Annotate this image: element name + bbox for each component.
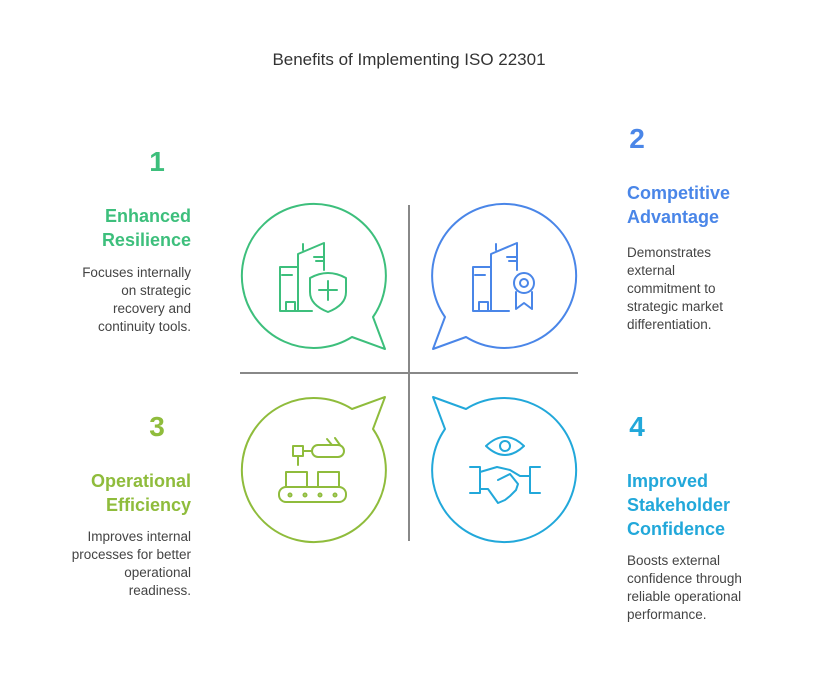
description-line: strategic market — [627, 299, 724, 314]
bubble-2 — [431, 202, 578, 350]
heading-line: Stakeholder — [627, 495, 731, 515]
heading-line: Competitive — [627, 183, 731, 203]
description-line: differentiation. — [627, 317, 712, 332]
item-1-number: 1 — [149, 146, 165, 177]
description-line: readiness. — [128, 583, 191, 598]
item-3-number: 3 — [149, 411, 165, 442]
bubble-3 — [240, 396, 387, 544]
item-4-number: 4 — [629, 411, 645, 442]
description-line: Demonstrates — [627, 245, 712, 260]
item-2-heading: Competitive Advantage — [627, 181, 787, 229]
building-shield-icon — [279, 242, 347, 313]
building-award-icon — [472, 242, 535, 312]
heading-line: Enhanced — [104, 206, 191, 226]
description-line: performance. — [627, 607, 707, 622]
item-1-heading: Enhanced Resilience — [31, 204, 191, 252]
description-line: continuity tools. — [97, 319, 191, 334]
item-1-description: Focuses internally on strategic recovery… — [31, 264, 191, 336]
item-4-description: Boosts external confidence through relia… — [627, 552, 787, 624]
description-line: external — [627, 263, 676, 278]
description-line: processes for better — [71, 547, 191, 562]
heading-line: Resilience — [101, 230, 191, 250]
description-line: recovery and — [112, 301, 191, 316]
bubble-4 — [431, 396, 578, 544]
heading-line: Operational — [90, 471, 191, 491]
description-line: Boosts external — [627, 553, 721, 568]
description-line: Focuses internally — [82, 265, 191, 280]
description-line: operational — [124, 565, 191, 580]
eye-handshake-icon — [469, 436, 541, 504]
item-3-description: Improves internal processes for better o… — [31, 528, 191, 600]
bubble-1 — [240, 202, 387, 350]
robot-arm-conveyor-icon — [278, 437, 347, 503]
description-line: commitment to — [627, 281, 716, 296]
item-4-heading: Improved Stakeholder Confidence — [627, 469, 787, 541]
heading-line: Advantage — [627, 207, 720, 227]
description-line: on strategic — [121, 283, 191, 298]
heading-line: Efficiency — [105, 495, 191, 515]
diagram-title: Benefits of Implementing ISO 22301 — [272, 50, 546, 69]
item-2-description: Demonstrates external commitment to stra… — [627, 244, 787, 334]
description-line: confidence through — [627, 571, 742, 586]
heading-line: Improved — [627, 471, 709, 491]
item-3-heading: Operational Efficiency — [31, 469, 191, 517]
heading-line: Confidence — [627, 519, 726, 539]
item-2-number: 2 — [629, 123, 645, 154]
description-line: Improves internal — [87, 529, 191, 544]
description-line: reliable operational — [627, 589, 742, 604]
